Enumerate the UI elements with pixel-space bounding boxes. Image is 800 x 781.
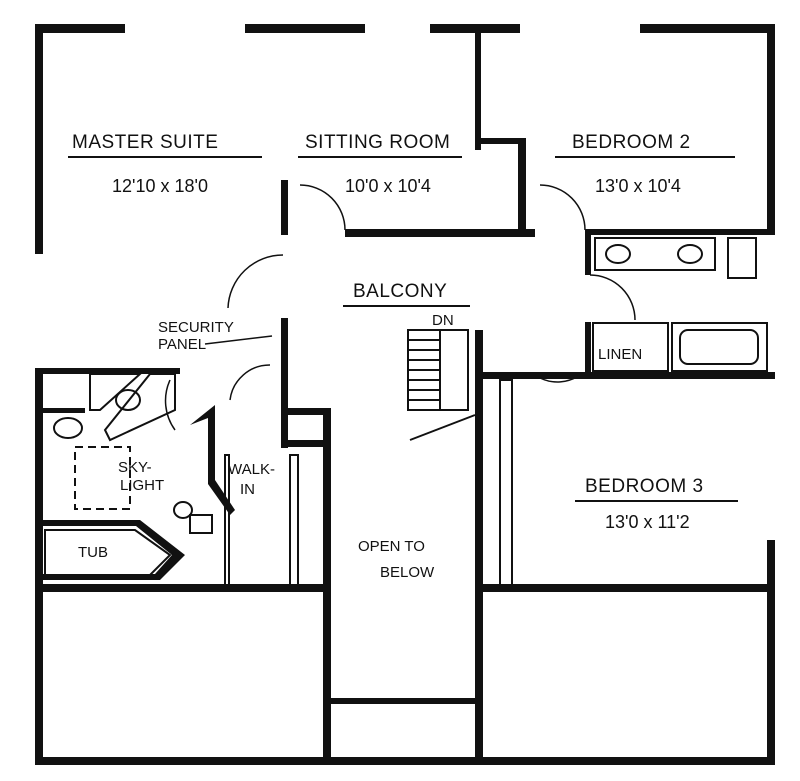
- svg-text:10'0 x 10'4: 10'0 x 10'4: [345, 176, 431, 196]
- svg-text:SITTING ROOM: SITTING ROOM: [305, 132, 450, 153]
- room-bedroom-3: BEDROOM 3 13'0 x 11'2: [575, 476, 738, 532]
- walls: [35, 24, 775, 765]
- svg-text:SKY-: SKY-: [118, 459, 152, 476]
- svg-text:MASTER SUITE: MASTER SUITE: [72, 132, 218, 153]
- svg-text:DN: DN: [432, 312, 454, 329]
- svg-text:IN: IN: [240, 481, 255, 498]
- room-master-suite: MASTER SUITE 12'10 x 18'0: [68, 132, 262, 196]
- room-sitting-room: SITTING ROOM 10'0 x 10'4: [298, 132, 462, 196]
- svg-text:PANEL: PANEL: [158, 336, 206, 353]
- svg-text:13'0 x 10'4: 13'0 x 10'4: [595, 176, 681, 196]
- svg-text:BALCONY: BALCONY: [353, 281, 447, 302]
- svg-text:LIGHT: LIGHT: [120, 477, 164, 494]
- room-balcony: BALCONY DN: [343, 281, 470, 329]
- svg-text:OPEN TO: OPEN TO: [358, 538, 425, 555]
- svg-text:BELOW: BELOW: [380, 564, 435, 581]
- svg-text:BEDROOM 2: BEDROOM 2: [572, 132, 691, 153]
- svg-text:13'0 x 11'2: 13'0 x 11'2: [605, 512, 690, 532]
- svg-text:SECURITY: SECURITY: [158, 319, 234, 336]
- svg-text:12'10 x 18'0: 12'10 x 18'0: [112, 176, 208, 196]
- room-bedroom-2: BEDROOM 2 13'0 x 10'4: [555, 132, 735, 196]
- svg-text:BEDROOM 3: BEDROOM 3: [585, 476, 704, 497]
- svg-text:LINEN: LINEN: [598, 346, 642, 363]
- svg-text:WALK-: WALK-: [228, 461, 275, 478]
- svg-text:TUB: TUB: [78, 544, 108, 561]
